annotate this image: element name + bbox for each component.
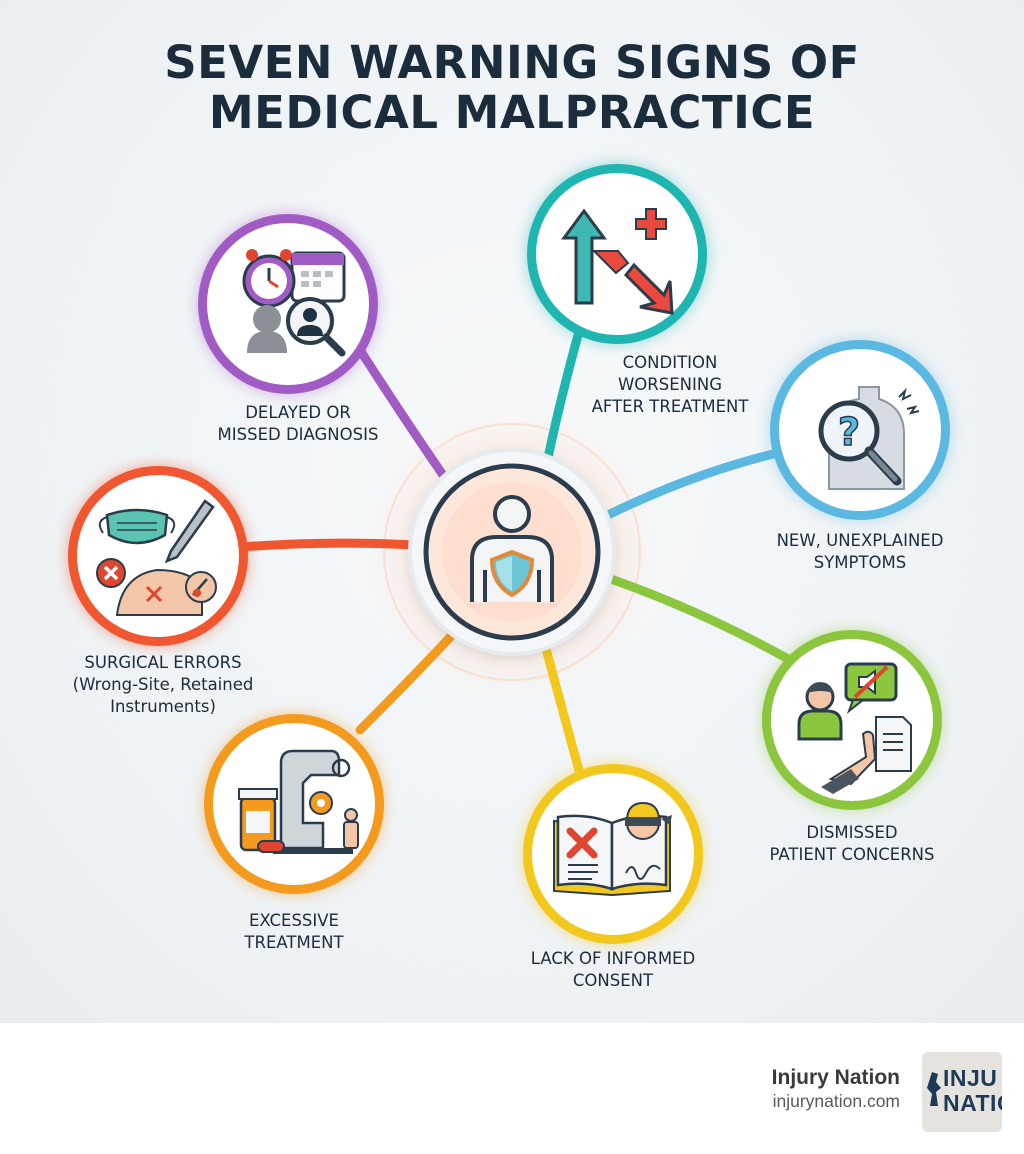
sign-label-new-symptoms: NEW, UNEXPLAINED SYMPTOMS [750,530,970,574]
sign-label-informed-consent: LACK OF INFORMED CONSENT [503,948,723,992]
question-magnifier-icon: ? [818,386,920,490]
label-line: Instruments) [110,697,216,716]
title-line-1: SEVEN WARNING SIGNS OF [164,36,860,89]
blindfold-book-icon [553,801,672,897]
sign-label-surgical-errors: SURGICAL ERRORS (Wrong-Site, Retained In… [48,652,278,718]
label-line: EXCESSIVE [248,911,339,930]
broken-arrow-trend-icon [561,208,674,315]
svg-text:?: ? [838,410,860,454]
sign-node-condition-worsening [527,164,707,344]
logo-line-2: NATIO [943,1090,1002,1116]
label-line: NEW, UNEXPLAINED [776,531,944,550]
center-node [412,452,612,652]
clock-calendar-magnifier-icon [242,249,346,357]
sign-label-delayed-diagnosis: DELAYED OR MISSED DIAGNOSIS [178,402,418,446]
title-line-2: MEDICAL MALPRACTICE [208,86,816,139]
sign-label-dismissed-concerns: DISMISSED PATIENT CONCERNS [742,822,962,866]
sign-label-excessive-treatment: EXCESSIVE TREATMENT [184,910,404,954]
brand-name: Injury Nation [771,1066,900,1089]
mask-scalpel-icon [96,499,217,616]
sign-node-new-symptoms: ? [770,340,950,520]
label-line: DELAYED OR [245,403,351,422]
person-shield-icon [423,463,601,641]
infographic-canvas: SEVEN WARNING SIGNS OF MEDICAL MALPRACTI… [0,0,1024,1023]
sign-node-excessive-treatment [204,714,384,894]
label-line: WORSENING [617,375,722,394]
footer [0,1023,1024,1154]
label-line: AFTER TREATMENT [591,397,749,416]
label-line: SYMPTOMS [813,553,907,572]
logo-figure-icon [927,1072,941,1106]
sign-node-dismissed-concerns [762,630,942,810]
brand-logo[interactable]: INJU NATIO [922,1052,1002,1132]
label-line: LACK OF INFORMED [530,949,696,968]
sign-node-informed-consent [523,764,703,944]
label-line: PATIENT CONCERNS [769,845,935,864]
label-line: TREATMENT [244,933,344,952]
pills-machine-icon [238,749,359,854]
label-line: (Wrong-Site, Retained [72,675,254,694]
logo-line-1: INJU [943,1065,998,1091]
label-line: CONSENT [572,971,654,990]
brand-url-link[interactable]: injurynation.com [772,1091,900,1111]
label-line: CONDITION [622,353,718,372]
label-line: MISSED DIAGNOSIS [217,425,379,444]
logo-text: INJU NATIO [943,1066,1002,1116]
sign-node-surgical-errors [68,466,248,646]
label-line: DISMISSED [806,823,898,842]
sign-label-condition-worsening: CONDITION WORSENING AFTER TREATMENT [560,352,780,418]
label-line: SURGICAL ERRORS [84,653,242,672]
page-title: SEVEN WARNING SIGNS OF MEDICAL MALPRACTI… [0,38,1024,138]
muted-speech-hand-icon [797,662,912,794]
sign-node-delayed-diagnosis [198,214,378,394]
